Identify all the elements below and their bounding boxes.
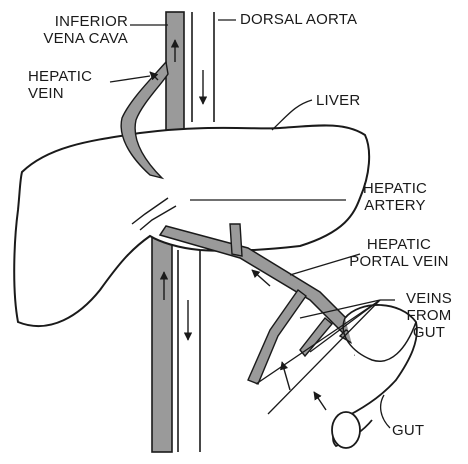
- label-hepatic-vein-line1: HEPATIC: [28, 68, 92, 85]
- label-liver: LIVER: [316, 92, 360, 109]
- label-gut: GUT: [392, 422, 424, 439]
- label-veins-from-gut: VEINS FROM GUT: [398, 290, 460, 341]
- label-hepatic-artery-line1: HEPATIC: [355, 180, 435, 197]
- label-hepatic-portal-vein: HEPATIC PORTAL VEIN: [336, 236, 462, 270]
- label-hepatic-vein-line2: VEIN: [28, 85, 92, 102]
- label-hepatic-vein: HEPATIC VEIN: [28, 68, 92, 102]
- label-hepatic-portal-vein-line1: HEPATIC: [336, 236, 462, 253]
- label-veins-from-gut-line3: GUT: [398, 324, 460, 341]
- portal-vein-liver-branch: [230, 224, 242, 256]
- label-inferior-vena-cava: INFERIOR VENA CAVA: [20, 13, 128, 47]
- label-hepatic-artery-line2: ARTERY: [355, 197, 435, 214]
- label-inferior-vena-cava-line1: INFERIOR: [20, 13, 128, 30]
- label-dorsal-aorta: DORSAL AORTA: [240, 11, 357, 28]
- label-hepatic-artery: HEPATIC ARTERY: [355, 180, 435, 214]
- label-hepatic-portal-vein-line2: PORTAL VEIN: [336, 253, 462, 270]
- label-veins-from-gut-line2: FROM: [398, 307, 460, 324]
- label-veins-from-gut-line1: VEINS: [398, 290, 460, 307]
- label-inferior-vena-cava-line2: VENA CAVA: [20, 30, 128, 47]
